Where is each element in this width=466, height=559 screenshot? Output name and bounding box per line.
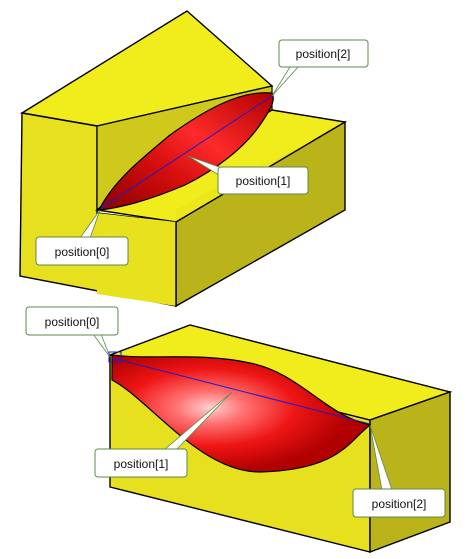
callout-label: position[0] (55, 245, 110, 259)
top-front-lower-face (97, 213, 176, 306)
bottom-start-marker (108, 351, 122, 363)
callout-label: position[1] (236, 174, 291, 188)
bottom-position-1-callout[interactable]: position[1] (94, 391, 233, 478)
top-position-0-callout[interactable]: position[0] (35, 209, 129, 266)
callout-label: position[2] (372, 497, 427, 511)
bottom-spine-line (111, 357, 371, 425)
bottom-position-2-callout[interactable]: position[2] (352, 424, 446, 518)
leader-line (92, 333, 111, 358)
bottom-position-0-callout[interactable]: position[0] (25, 306, 119, 358)
top-part[interactable]: position[2] position[1] position[0] (19, 10, 369, 308)
bottom-part[interactable]: position[0] position[1] position[2] (25, 306, 453, 554)
top-position-2-callout[interactable]: position[2] (271, 39, 369, 97)
leader-line (271, 66, 299, 97)
top-spine-line (99, 95, 273, 210)
top-position-1-callout[interactable]: position[1] (187, 155, 309, 195)
callout-label: position[2] (296, 47, 351, 61)
callout-label: position[1] (114, 457, 169, 471)
callout-label: position[0] (45, 315, 100, 329)
